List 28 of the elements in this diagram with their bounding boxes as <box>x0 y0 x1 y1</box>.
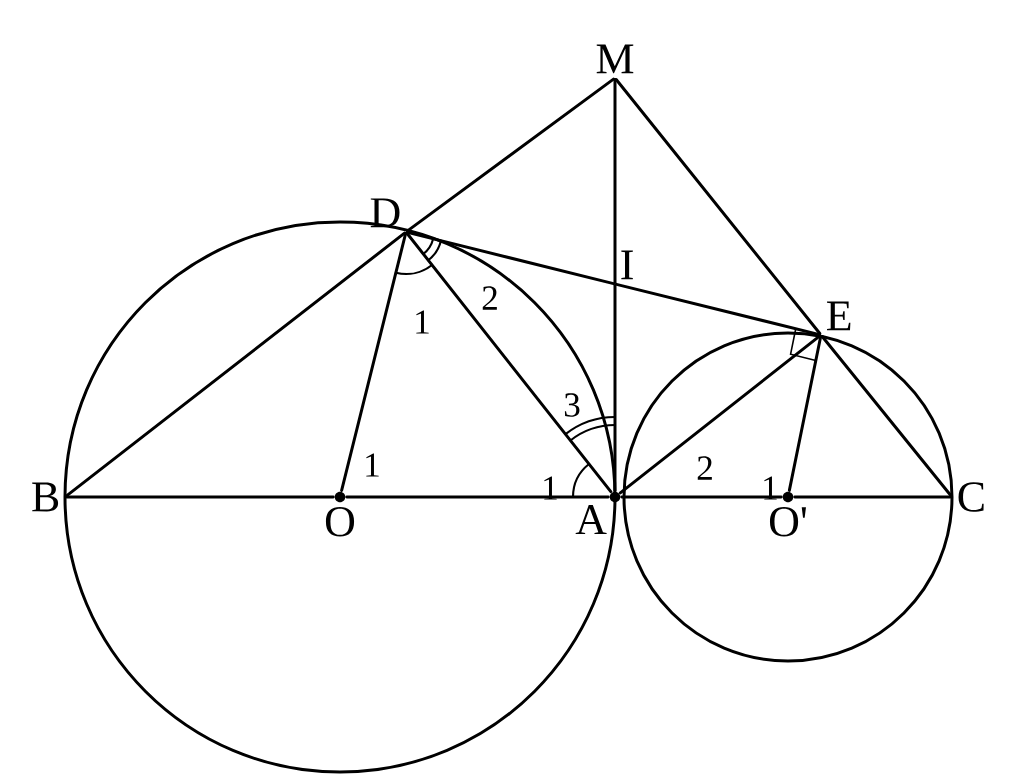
angle-label: 3 <box>564 393 580 417</box>
line-segment <box>613 78 617 284</box>
angle-label: 1 <box>366 453 379 477</box>
line-segment <box>65 495 335 499</box>
point-label: B <box>32 482 59 512</box>
line-segment <box>615 282 821 337</box>
line-segment <box>65 231 406 498</box>
line-segment <box>613 284 617 492</box>
point-label: I <box>621 250 633 280</box>
line-segment <box>787 335 823 492</box>
point-label: M <box>596 44 634 74</box>
line-segment <box>345 495 610 499</box>
line-segment <box>405 232 613 494</box>
line-segment <box>618 334 821 495</box>
point-label: A <box>575 491 621 535</box>
line-segment <box>620 495 783 499</box>
point-label: O <box>325 491 355 537</box>
point-label: C <box>958 482 984 512</box>
line-segment <box>406 77 615 233</box>
angle-label: 2 <box>697 456 712 480</box>
line-segment <box>614 78 822 335</box>
line-segment <box>793 495 952 499</box>
point-label: E <box>827 301 851 331</box>
line-segment <box>406 230 615 286</box>
line-segment <box>820 335 953 497</box>
line-segment <box>340 232 408 492</box>
angle-label: 2 <box>482 286 497 310</box>
angle-label: 1 <box>416 310 429 334</box>
